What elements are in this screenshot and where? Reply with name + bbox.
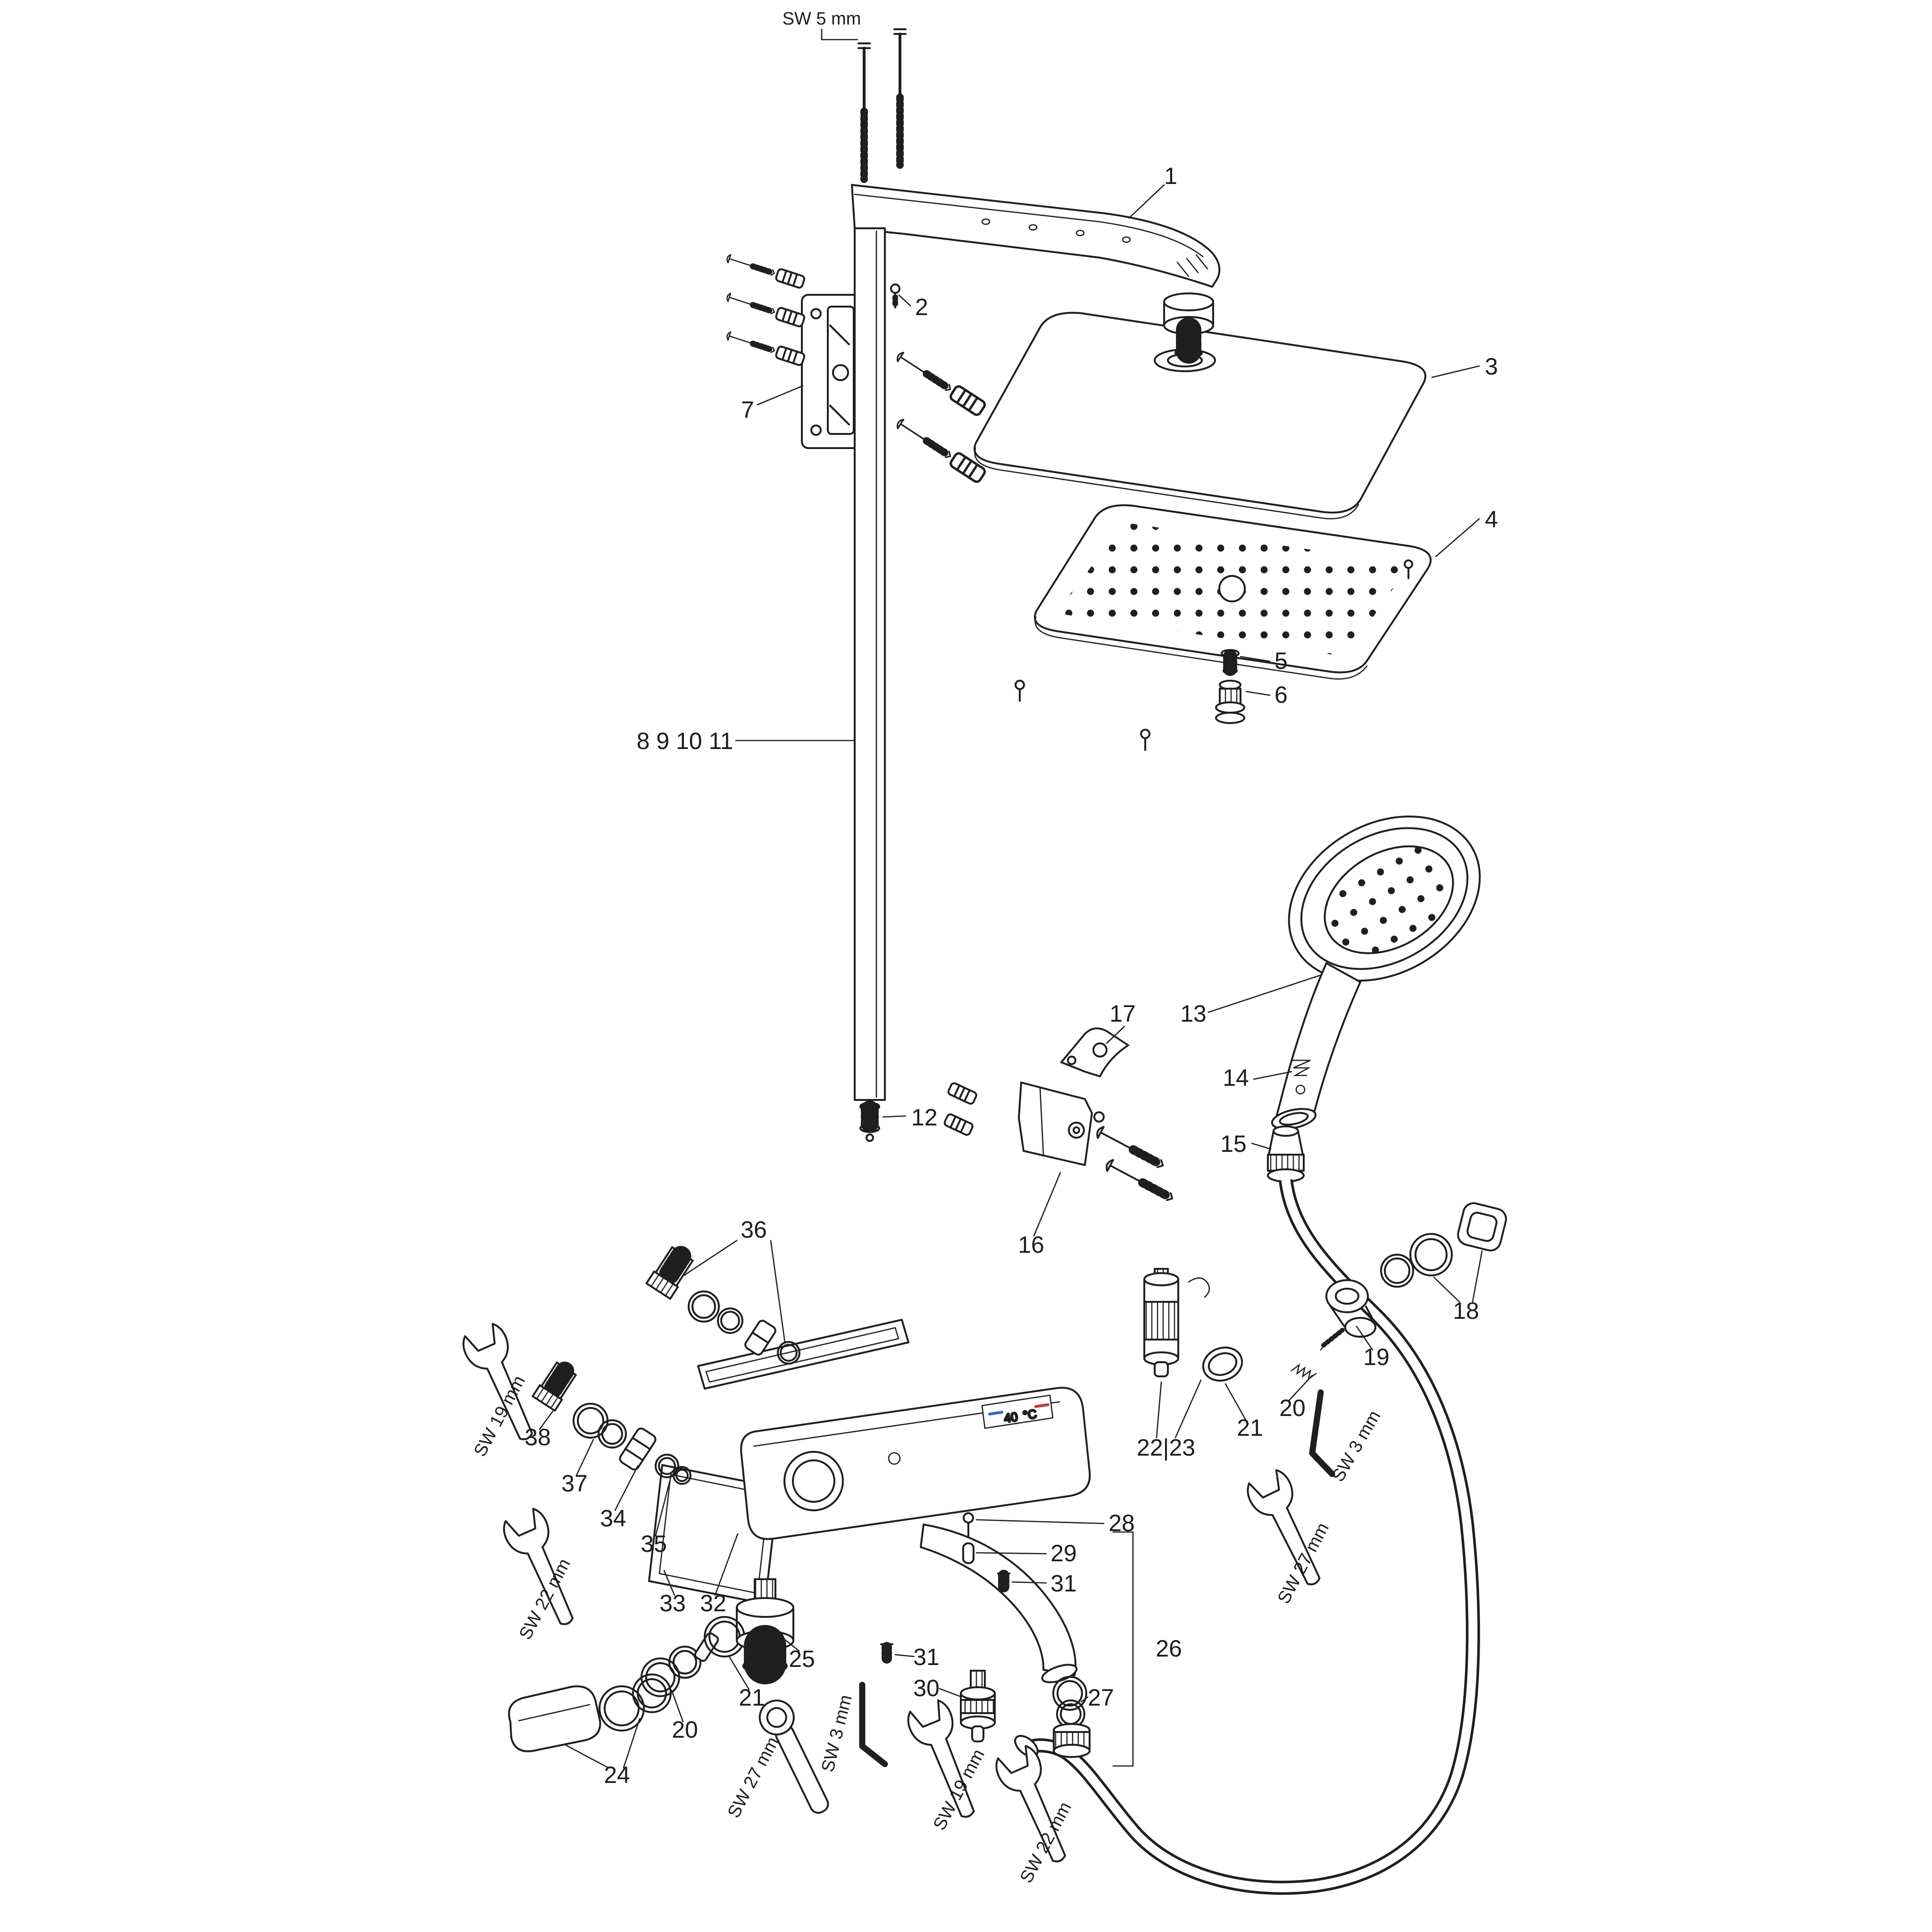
seal-rings-37 — [573, 1403, 627, 1449]
callout-16: 16 — [1018, 1232, 1044, 1258]
callout-28: 28 — [1108, 1510, 1135, 1536]
column-end-connector — [859, 1100, 880, 1142]
o-ring-21-right — [1202, 1346, 1243, 1382]
leader-lines — [539, 184, 1483, 1769]
valve-30 — [960, 1670, 996, 1742]
set-screw-31-upper — [997, 1570, 1010, 1594]
temp-unit: °C — [1022, 1407, 1038, 1423]
callout-21-left: 21 — [739, 1684, 765, 1711]
callout-18: 18 — [1453, 1298, 1479, 1324]
connector-part-6 — [1215, 680, 1245, 724]
wall-anchor-set-left — [725, 252, 805, 366]
callout-20-left: 20 — [672, 1716, 698, 1743]
callout-2: 2 — [915, 294, 928, 320]
temp-value: 40 — [1003, 1409, 1019, 1425]
callout-12: 12 — [911, 1104, 938, 1131]
arm-outlet-connector — [1163, 292, 1214, 364]
tool-label-sw3-right: SW 3 mm — [1328, 1407, 1385, 1485]
callout-13: 13 — [1180, 1000, 1207, 1027]
seal-rings-35 — [655, 1454, 691, 1485]
screw-part-5 — [1221, 649, 1240, 677]
callout-14: 14 — [1223, 1065, 1249, 1091]
callout-24: 24 — [604, 1762, 630, 1788]
overhead-shower-plate — [974, 312, 1426, 520]
holder-clip — [1060, 1027, 1129, 1077]
callout-labels: 1 2 7 3 4 5 6 8 9 10 11 12 17 13 14 15 1… — [525, 163, 1498, 1788]
callout-36: 36 — [741, 1216, 767, 1243]
callout-6: 6 — [1274, 682, 1288, 708]
callout-3: 3 — [1485, 353, 1498, 380]
tool-size-labels: SW 5 mm SW 19 mm SW 22 mm SW 3 mm SW 27 … — [470, 9, 1385, 1886]
handle-24 — [508, 1674, 672, 1752]
top-fixing-screws — [821, 28, 907, 183]
inlet-nipple-38 — [532, 1361, 577, 1412]
connector-set-36 — [645, 1246, 800, 1365]
aerator-27 — [1052, 1676, 1091, 1758]
spray-disc — [1015, 504, 1432, 751]
group-bracket-26 — [1112, 1531, 1134, 1767]
pin-29 — [962, 1542, 974, 1564]
screw-31-lower — [880, 1642, 893, 1666]
hand-shower — [1271, 815, 1481, 1130]
thermostat-body: 40 °C — [740, 1387, 1091, 1683]
shower-arm — [851, 184, 1221, 364]
callout-17: 17 — [1109, 1000, 1136, 1027]
spray-disc-screws — [1015, 559, 1413, 751]
hose-nut — [1267, 1125, 1305, 1183]
callout-22-23: 22|23 — [1137, 1434, 1195, 1461]
connector-19 — [1325, 1279, 1376, 1338]
callout-31-lower: 31 — [913, 1644, 940, 1670]
callout-8-11: 8 9 10 11 — [637, 728, 733, 754]
callout-29: 29 — [1050, 1540, 1077, 1566]
callout-21-right: 21 — [1237, 1415, 1263, 1441]
escutcheon-frame-upper — [697, 1319, 909, 1390]
shower-holder — [942, 1081, 1175, 1204]
callout-26: 26 — [1156, 1635, 1182, 1662]
shower-column — [854, 227, 886, 1142]
spring-screw-20-right — [1291, 1328, 1345, 1381]
callout-27: 27 — [1088, 1684, 1114, 1711]
callout-20-right: 20 — [1279, 1395, 1306, 1421]
check-valve-part-14 — [1291, 1059, 1311, 1095]
callout-1: 1 — [1164, 163, 1177, 189]
callout-32: 32 — [700, 1590, 726, 1616]
check-valve-34 — [619, 1427, 657, 1471]
callout-33: 33 — [659, 1590, 686, 1616]
tool-label-sw3-bottom: SW 3 mm — [818, 1693, 856, 1774]
callout-19: 19 — [1363, 1344, 1390, 1370]
thermostat-cartridge — [1143, 1268, 1210, 1377]
callout-5: 5 — [1274, 648, 1288, 674]
callout-25: 25 — [789, 1646, 815, 1672]
nut-and-seals-18 — [1380, 1202, 1507, 1288]
screw-part-2 — [890, 283, 900, 309]
allen-key-sw3-bottom-icon — [862, 1685, 885, 1764]
callout-37: 37 — [561, 1470, 588, 1497]
pin-28 — [963, 1512, 974, 1538]
cartridge-25 — [736, 1578, 794, 1685]
seals-20-left — [641, 1632, 719, 1697]
callout-35: 35 — [641, 1531, 667, 1557]
tool-label-sw5: SW 5 mm — [783, 9, 861, 29]
callout-15: 15 — [1220, 1131, 1247, 1157]
callout-34: 34 — [600, 1505, 626, 1532]
bath-spout — [920, 1524, 1078, 1683]
callout-38: 38 — [525, 1424, 551, 1450]
temperature-display: 40 °C — [981, 1394, 1054, 1429]
callout-4: 4 — [1485, 506, 1498, 533]
wall-anchor-set-right — [894, 349, 986, 483]
tool-label-sw27-bottom: SW 27 mm — [724, 1734, 783, 1822]
callout-30: 30 — [913, 1675, 940, 1701]
callout-7: 7 — [741, 397, 754, 423]
callout-31-upper: 31 — [1050, 1570, 1077, 1597]
